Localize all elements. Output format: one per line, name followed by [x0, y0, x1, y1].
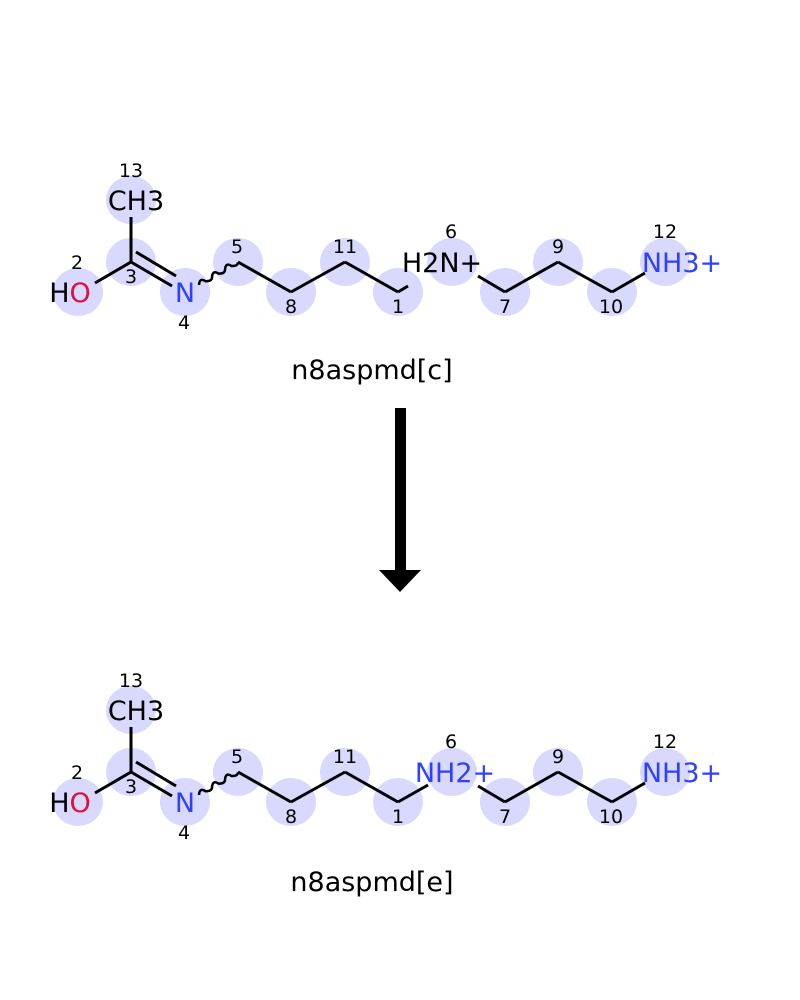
substrate-name: n8aspmd[c]: [291, 355, 452, 386]
atom-number: 13: [119, 670, 143, 692]
atom-highlight: [106, 176, 156, 224]
bond: [290, 770, 346, 804]
bond: [94, 770, 132, 795]
hydroxyl-label: HO: [49, 278, 91, 309]
ammonium-label: NH2+: [415, 758, 495, 789]
atom-number: 1: [392, 806, 404, 828]
imine-nitrogen-label: N: [175, 788, 195, 819]
product-name: n8aspmd[e]: [290, 867, 453, 898]
atom-number: 3: [125, 776, 137, 798]
bond: [477, 274, 506, 294]
bond: [130, 770, 173, 798]
bond: [611, 271, 646, 294]
bond: [130, 260, 173, 288]
bond: [397, 284, 409, 294]
bond: [557, 770, 613, 804]
bond: [504, 770, 559, 804]
wavy-bond: [197, 772, 240, 796]
atom-number: 13: [119, 160, 143, 182]
bond: [237, 260, 292, 294]
terminal-amine-label: NH3+: [642, 758, 722, 789]
atom-highlight: [53, 778, 103, 826]
atom-number: 12: [653, 221, 677, 243]
atom-number: 1: [392, 296, 404, 318]
bond: [344, 260, 399, 294]
bond: [344, 770, 399, 804]
methyl-label: CH3: [108, 696, 164, 727]
atom-number: 11: [333, 236, 357, 258]
wavy-bond: [197, 262, 240, 286]
atom-highlight: [640, 748, 690, 796]
atom-number: 6: [445, 221, 457, 243]
atom-number: 2: [71, 252, 83, 274]
atom-highlight: [160, 268, 210, 316]
atom-number: 9: [552, 236, 564, 258]
atom-number: 8: [285, 296, 297, 318]
atom-number: 10: [599, 296, 623, 318]
bond: [611, 781, 646, 804]
imine-nitrogen-label: N: [175, 278, 195, 309]
atom-number: 7: [499, 806, 511, 828]
bond: [135, 760, 177, 788]
atom-number: 4: [178, 312, 190, 334]
atom-number: 12: [653, 731, 677, 753]
atom-number: 9: [552, 746, 564, 768]
atom-number: 6: [445, 731, 457, 753]
bond: [135, 250, 177, 278]
ammonium-label: H2N+: [402, 248, 482, 279]
bond: [504, 260, 559, 294]
bond: [557, 260, 613, 294]
atom-highlight: [640, 238, 690, 286]
atom-number: 3: [125, 266, 137, 288]
bond: [397, 783, 429, 804]
atom-highlight: [427, 238, 477, 286]
hydroxyl-label: HO: [49, 788, 91, 819]
bond: [477, 784, 506, 804]
atom-number: 4: [178, 822, 190, 844]
atom-highlight: [53, 268, 103, 316]
bond: [290, 260, 346, 294]
bond: [237, 770, 292, 804]
atom-number: 11: [333, 746, 357, 768]
atom-highlight: [160, 778, 210, 826]
reaction-arrow: [379, 408, 421, 592]
atom-number: 7: [499, 296, 511, 318]
terminal-amine-label: NH3+: [642, 248, 722, 279]
atom-number: 5: [231, 746, 243, 768]
atom-highlight: [427, 748, 477, 796]
atom-number: 8: [285, 806, 297, 828]
atom-number: 2: [71, 762, 83, 784]
atom-number: 10: [599, 806, 623, 828]
atom-highlight: [106, 686, 156, 734]
methyl-label: CH3: [108, 186, 164, 217]
atom-number: 5: [231, 236, 243, 258]
bond: [94, 260, 132, 285]
